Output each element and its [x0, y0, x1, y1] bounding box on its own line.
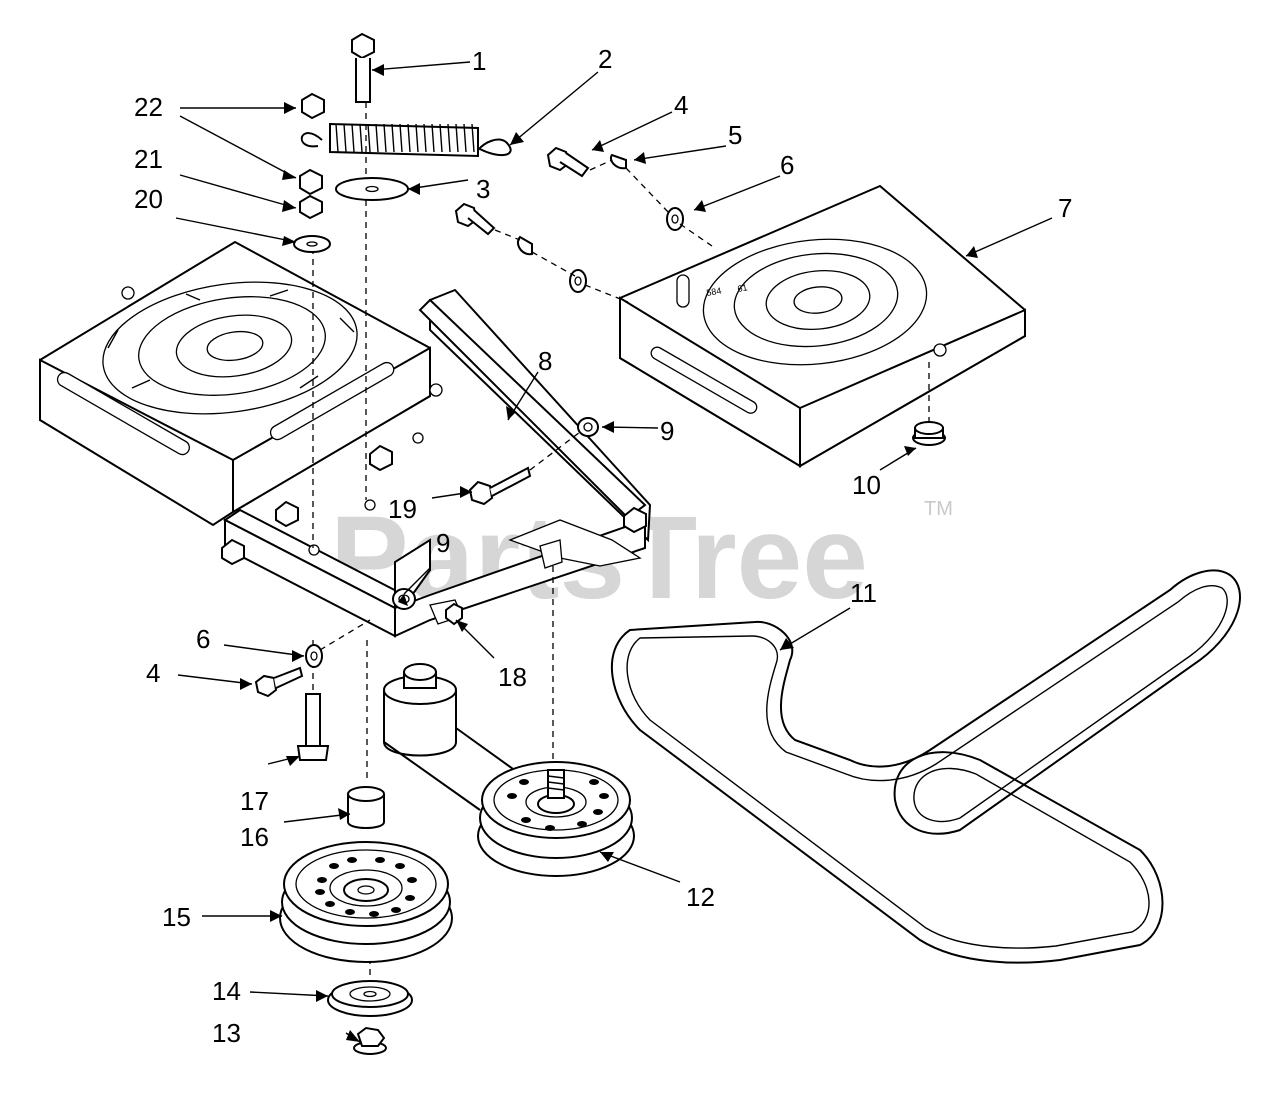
callout-13: 13 [212, 1018, 241, 1048]
v-belt [610, 569, 1241, 964]
callout-8: 8 [538, 346, 552, 376]
cup-washer-14 [327, 980, 413, 1017]
callout-18: 18 [498, 662, 527, 692]
callout-6-top: 6 [780, 150, 794, 180]
callout-2: 2 [598, 44, 612, 74]
svg-text:61: 61 [737, 282, 749, 294]
arrowheads [240, 64, 978, 1042]
callout-19: 19 [388, 494, 417, 524]
left-mount-plate [39, 240, 443, 527]
flat-washer-3 [335, 177, 409, 201]
callout-11: 11 [850, 578, 877, 608]
svg-text:584: 584 [706, 286, 723, 298]
hardware-lower-left [254, 619, 371, 761]
right-mount-plate: 584 61 [619, 184, 1026, 468]
callout-22: 22 [134, 92, 163, 122]
hardware-stack-left [293, 92, 331, 253]
extension-spring [300, 122, 512, 158]
shoulder-bolt [351, 32, 375, 103]
callout-17: 17 [240, 786, 269, 816]
callout-21: 21 [134, 144, 163, 174]
callout-7: 7 [1058, 193, 1072, 223]
callout-15: 15 [162, 902, 191, 932]
callout-20: 20 [134, 184, 163, 214]
flange-nut-10 [912, 421, 946, 446]
hardware-right-bolts [454, 146, 713, 303]
callout-3: 3 [476, 174, 490, 204]
callout-12: 12 [686, 882, 715, 912]
callout-9-left: 9 [436, 528, 450, 558]
callout-9-right: 9 [660, 416, 674, 446]
idler-pulley-12 [383, 663, 635, 877]
callout-1: 1 [472, 46, 486, 76]
watermark-trademark: TM [924, 498, 953, 520]
leader-lines [175, 61, 1053, 1043]
idler-pulley-15 [279, 841, 453, 963]
callout-4-bottom: 4 [146, 658, 160, 688]
flange-nut-13 [353, 1026, 387, 1055]
idler-bracket [221, 288, 652, 638]
callout-5: 5 [728, 120, 742, 150]
callout-16: 16 [240, 822, 269, 852]
callout-labels: 1 2 3 4 5 6 7 8 9 10 11 12 13 14 15 16 1… [134, 44, 1072, 1048]
callout-10: 10 [852, 470, 881, 500]
callout-6-bottom: 6 [196, 624, 210, 654]
spacer-16 [347, 786, 385, 829]
callout-14: 14 [212, 976, 241, 1006]
callout-4-top: 4 [674, 90, 688, 120]
